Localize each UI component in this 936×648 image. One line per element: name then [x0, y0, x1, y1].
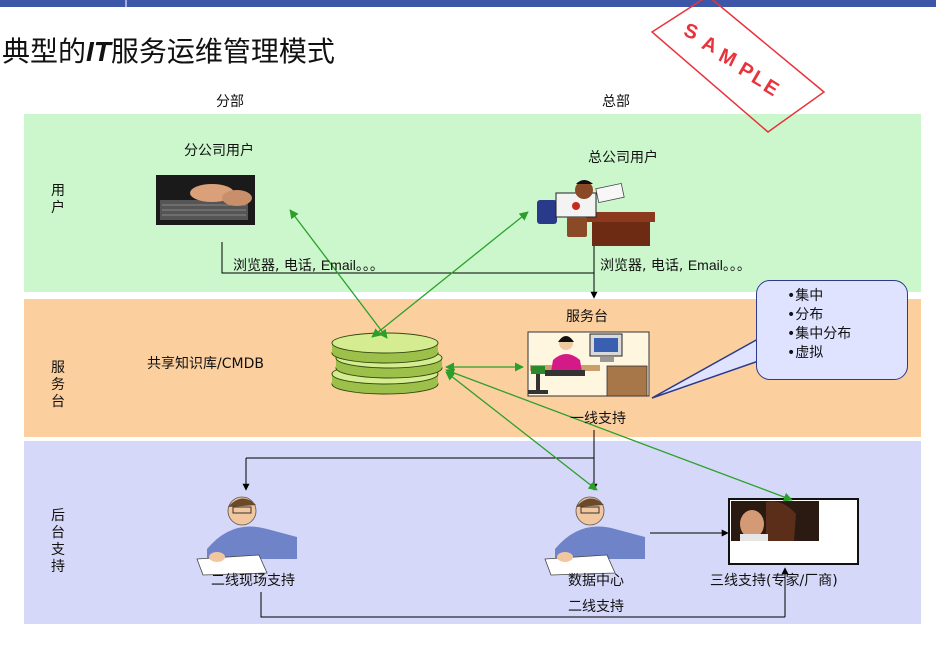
onsite-support-engineer-clipart	[196, 496, 297, 576]
top-bar-tick	[125, 0, 127, 7]
band-label-back-support: 后台支持	[51, 508, 65, 575]
hq-user-kb-connector	[371, 211, 529, 338]
third-line-paren-close: )	[832, 573, 838, 589]
band-label-service-desk: 服务台	[51, 360, 65, 410]
onsite-support-label: 二线现场支持	[211, 573, 295, 589]
page-title: 典型的IT服务运维管理模式	[2, 30, 335, 70]
hq-user-label: 总公司用户	[588, 150, 658, 166]
branch-user-kb-connector	[289, 209, 388, 339]
column-header-hq: 总部	[602, 94, 630, 110]
knowledge-base-en: CMDB	[221, 356, 264, 372]
title-rest: 服务运维管理模式	[110, 35, 335, 68]
third-line-support-label: 三线支持(专家/厂商)	[710, 570, 838, 590]
callout-pointer	[651, 338, 771, 399]
green-connector-lines	[289, 209, 793, 502]
expert-vendor-photo	[728, 498, 859, 565]
callout-item: 集中	[787, 287, 907, 306]
top-bar	[0, 0, 936, 7]
callout-item: 集中分布	[787, 325, 907, 344]
band-label-user: 用户	[51, 183, 65, 216]
knowledge-base-cn: 共享知识库/	[147, 356, 222, 372]
data-center-engineer-clipart	[544, 496, 645, 576]
data-center-label: 数据中心	[568, 573, 624, 589]
third-line-paren-open: (	[766, 573, 772, 589]
hq-channels-label: 浏览器, 电话, Email。。。	[600, 255, 751, 275]
escalation-bottom-line	[260, 592, 785, 618]
hq-channels-email: Email	[687, 257, 723, 273]
hq-channels-dots: 。。。	[722, 258, 751, 274]
deployment-mode-callout: 集中 分布 集中分布 虚拟	[756, 280, 908, 380]
hq-user-clipart	[537, 180, 655, 246]
watermark-frame	[650, 0, 826, 133]
title-it: IT	[86, 36, 111, 67]
kb-expert-connector	[445, 368, 793, 502]
cmdb-database-icon	[331, 332, 443, 395]
title-prefix: 典型的	[2, 35, 87, 68]
keyboard-typing-image	[156, 175, 255, 225]
callout-item: 分布	[787, 306, 907, 325]
third-line-mid: 专家/厂商	[771, 573, 833, 589]
service-desk-label: 服务台	[566, 309, 608, 325]
third-line-pre: 三线支持	[710, 573, 766, 589]
hq-channels-cn: 浏览器, 电话,	[600, 258, 688, 274]
second-line-support-label: 二线支持	[568, 599, 624, 615]
knowledge-base-label: 共享知识库/CMDB	[147, 353, 264, 373]
column-header-branch: 分部	[216, 94, 244, 110]
branch-user-label: 分公司用户	[184, 143, 254, 159]
callout-item: 虚拟	[787, 344, 907, 363]
